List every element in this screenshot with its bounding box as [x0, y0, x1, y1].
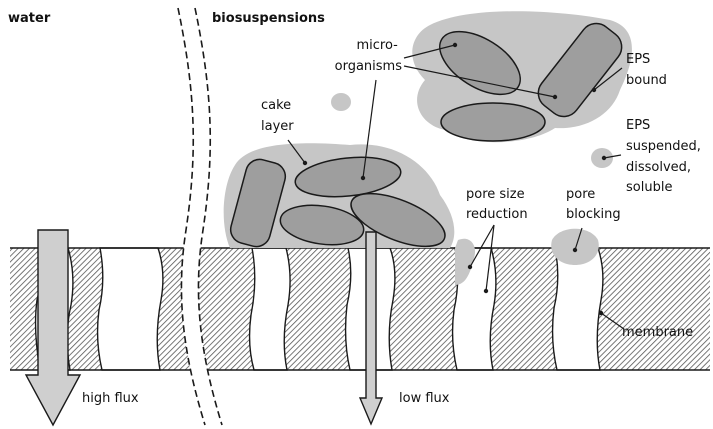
label-cake-layer: cake layer [261, 98, 295, 134]
heading-biosuspensions: biosuspensions [212, 11, 325, 26]
membrane-pore [250, 248, 291, 370]
membrane [10, 248, 710, 370]
leader-dot [592, 88, 596, 92]
leader-dot [453, 43, 457, 47]
eps-cloud-small [331, 93, 351, 111]
membrane-pore [98, 248, 163, 370]
label-high-flux: high flux [82, 391, 139, 406]
label-eps-bound: EPS bound [626, 52, 667, 88]
label-low-flux: low flux [399, 391, 450, 406]
heading-water: water [8, 11, 51, 26]
leader-dot [602, 156, 606, 160]
leader-dot [573, 248, 577, 252]
label-pore-size-reduction: pore size reduction [466, 187, 529, 222]
label-eps-suspended: EPS suspended, dissolved, soluble [626, 118, 705, 195]
label-pore-blocking: pore blocking [566, 187, 621, 222]
leader-dot [361, 176, 365, 180]
label-microorganisms: micro- organisms [335, 38, 403, 74]
membrane-pore [553, 248, 603, 370]
microorganism-middle [441, 103, 545, 141]
eps-cloud-pore-block [551, 229, 599, 265]
leader-dot [599, 311, 603, 315]
leader-dot [553, 95, 557, 99]
label-membrane: membrane [622, 325, 693, 340]
leader-dot [484, 289, 488, 293]
leader-dot [303, 161, 307, 165]
leader-dot [468, 265, 472, 269]
